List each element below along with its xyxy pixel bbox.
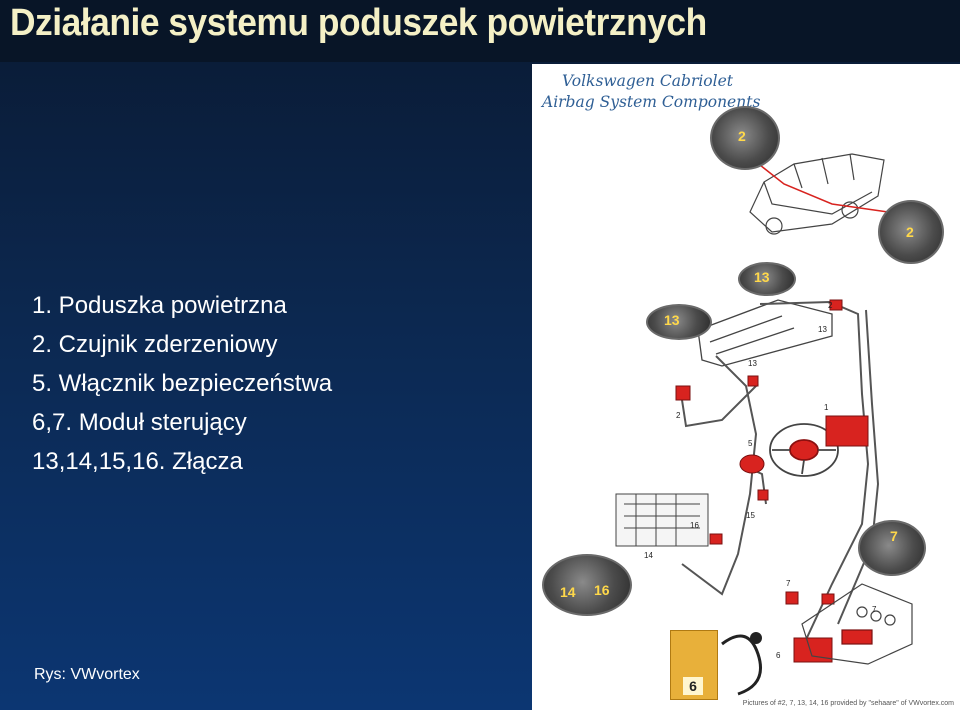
list-item: 2. Czujnik zderzeniowy [32,331,278,358]
callout-number: 2 [738,128,746,144]
label: 2 [828,301,833,310]
dashboard [697,299,833,367]
figure-credit: Pictures of #2, 7, 13, 14, 16 provided b… [742,700,954,707]
callout-crash-sensor-right: 2 [878,200,944,264]
airbag-diagram-figure: 2 13 13 2 1 5 15 16 14 7 7 6 Volkswagen … [532,64,960,710]
part-labels: 2 13 13 2 1 5 15 16 14 7 7 6 [644,301,877,660]
image-credit: Rys: VWvortex [34,666,140,683]
label: 2 [676,411,681,420]
callout-number: 13 [664,312,680,328]
fuse-box [615,493,709,547]
sensor-path-top [745,153,889,213]
callout-crash-sensor-top: 2 [710,106,780,170]
label: 13 [748,359,757,368]
list-item: 1. Poduszka powietrzna [32,292,287,319]
callout-connector-left: 13 [646,304,712,340]
label: 14 [644,551,653,560]
title-bar: Działanie systemu poduszek powietrznych [0,0,960,62]
callout-number: 13 [754,269,770,285]
airbag-module [825,415,869,447]
callout-number: 6 [683,677,703,695]
callout-number: 14 [560,584,576,600]
control-module-cable [721,632,762,696]
callout-connectors-bottom: 14 16 [542,554,632,616]
list-item: 13,14,15,16. Złącza [32,448,243,475]
figure-title-line2: Airbag System Components [542,93,761,111]
label: 7 [872,605,877,614]
clock-spring [739,454,765,474]
component-list: 1. Poduszka powietrzna 2. Czujnik zderze… [32,286,332,481]
slide-title: Działanie systemu poduszek powietrznych [10,2,707,44]
label: 15 [746,511,755,520]
connectors [675,299,843,663]
airbag-diagram: 2 13 13 2 1 5 15 16 14 7 7 6 [615,153,913,665]
callout-number: 16 [594,582,610,598]
callout-number: 2 [906,224,914,240]
list-item: 6,7. Moduł sterujący [32,409,247,436]
list-item: 5. Włącznik bezpieczeństwa [32,370,333,397]
label: 5 [748,439,753,448]
control-module-photo: 6 [670,630,718,700]
label: 16 [690,521,699,530]
label: 6 [776,651,781,660]
callout-connector-top: 13 [738,262,796,296]
callout-number: 7 [890,528,898,544]
label: 7 [786,579,791,588]
label: 13 [818,325,827,334]
center-console [801,583,913,665]
steering-wheel [769,423,839,477]
label: 1 [824,403,829,412]
car-outline [749,153,885,235]
figure-title-line1: Volkswagen Cabriolet [562,72,733,90]
callout-control-unit-connector: 7 [858,520,926,576]
